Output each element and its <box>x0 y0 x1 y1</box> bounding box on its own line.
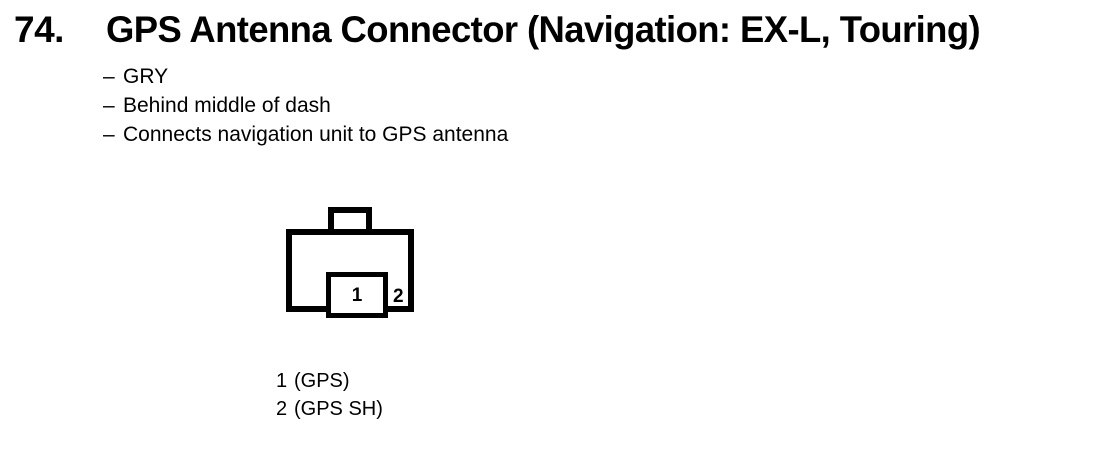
dash-bullet-icon: – <box>103 65 115 88</box>
item-number: 74. <box>14 9 64 50</box>
spec-label-color: GRY <box>123 65 169 88</box>
connector-diagram: 1 2 <box>286 207 418 318</box>
legend-pin-number: 2 <box>276 398 288 420</box>
connector-body: 1 2 <box>286 229 414 318</box>
dash-bullet-icon: – <box>103 94 115 117</box>
spec-label-location: Behind middle of dash <box>123 94 331 117</box>
connector-title: GPS Antenna Connector (Navigation: EX-L,… <box>106 9 981 50</box>
legend-row: 2 (GPS SH) <box>276 397 576 425</box>
connector-latch-tab <box>328 207 372 233</box>
spec-item-location: –Behind middle of dash <box>103 93 803 122</box>
spec-label-function: Connects navigation unit to GPS antenna <box>123 123 509 146</box>
page-title: 74. GPS Antenna Connector (Navigation: E… <box>0 6 1120 58</box>
pin-1-cavity: 1 <box>326 272 388 318</box>
legend-pin-name: (GPS SH) <box>294 398 383 420</box>
legend-pin-number: 1 <box>276 370 288 392</box>
spec-list: –GRY –Behind middle of dash –Connects na… <box>103 64 803 151</box>
dash-bullet-icon: – <box>103 123 115 146</box>
legend-pin-name: (GPS) <box>294 370 350 392</box>
spec-item-color: –GRY <box>103 64 803 93</box>
pin-legend: 1 (GPS) 2 (GPS SH) <box>276 369 576 425</box>
pin-1-label: 1 <box>351 284 363 306</box>
spec-item-function: –Connects navigation unit to GPS antenna <box>103 122 803 151</box>
legend-row: 1 (GPS) <box>276 369 576 397</box>
pin-2-label: 2 <box>393 286 404 307</box>
